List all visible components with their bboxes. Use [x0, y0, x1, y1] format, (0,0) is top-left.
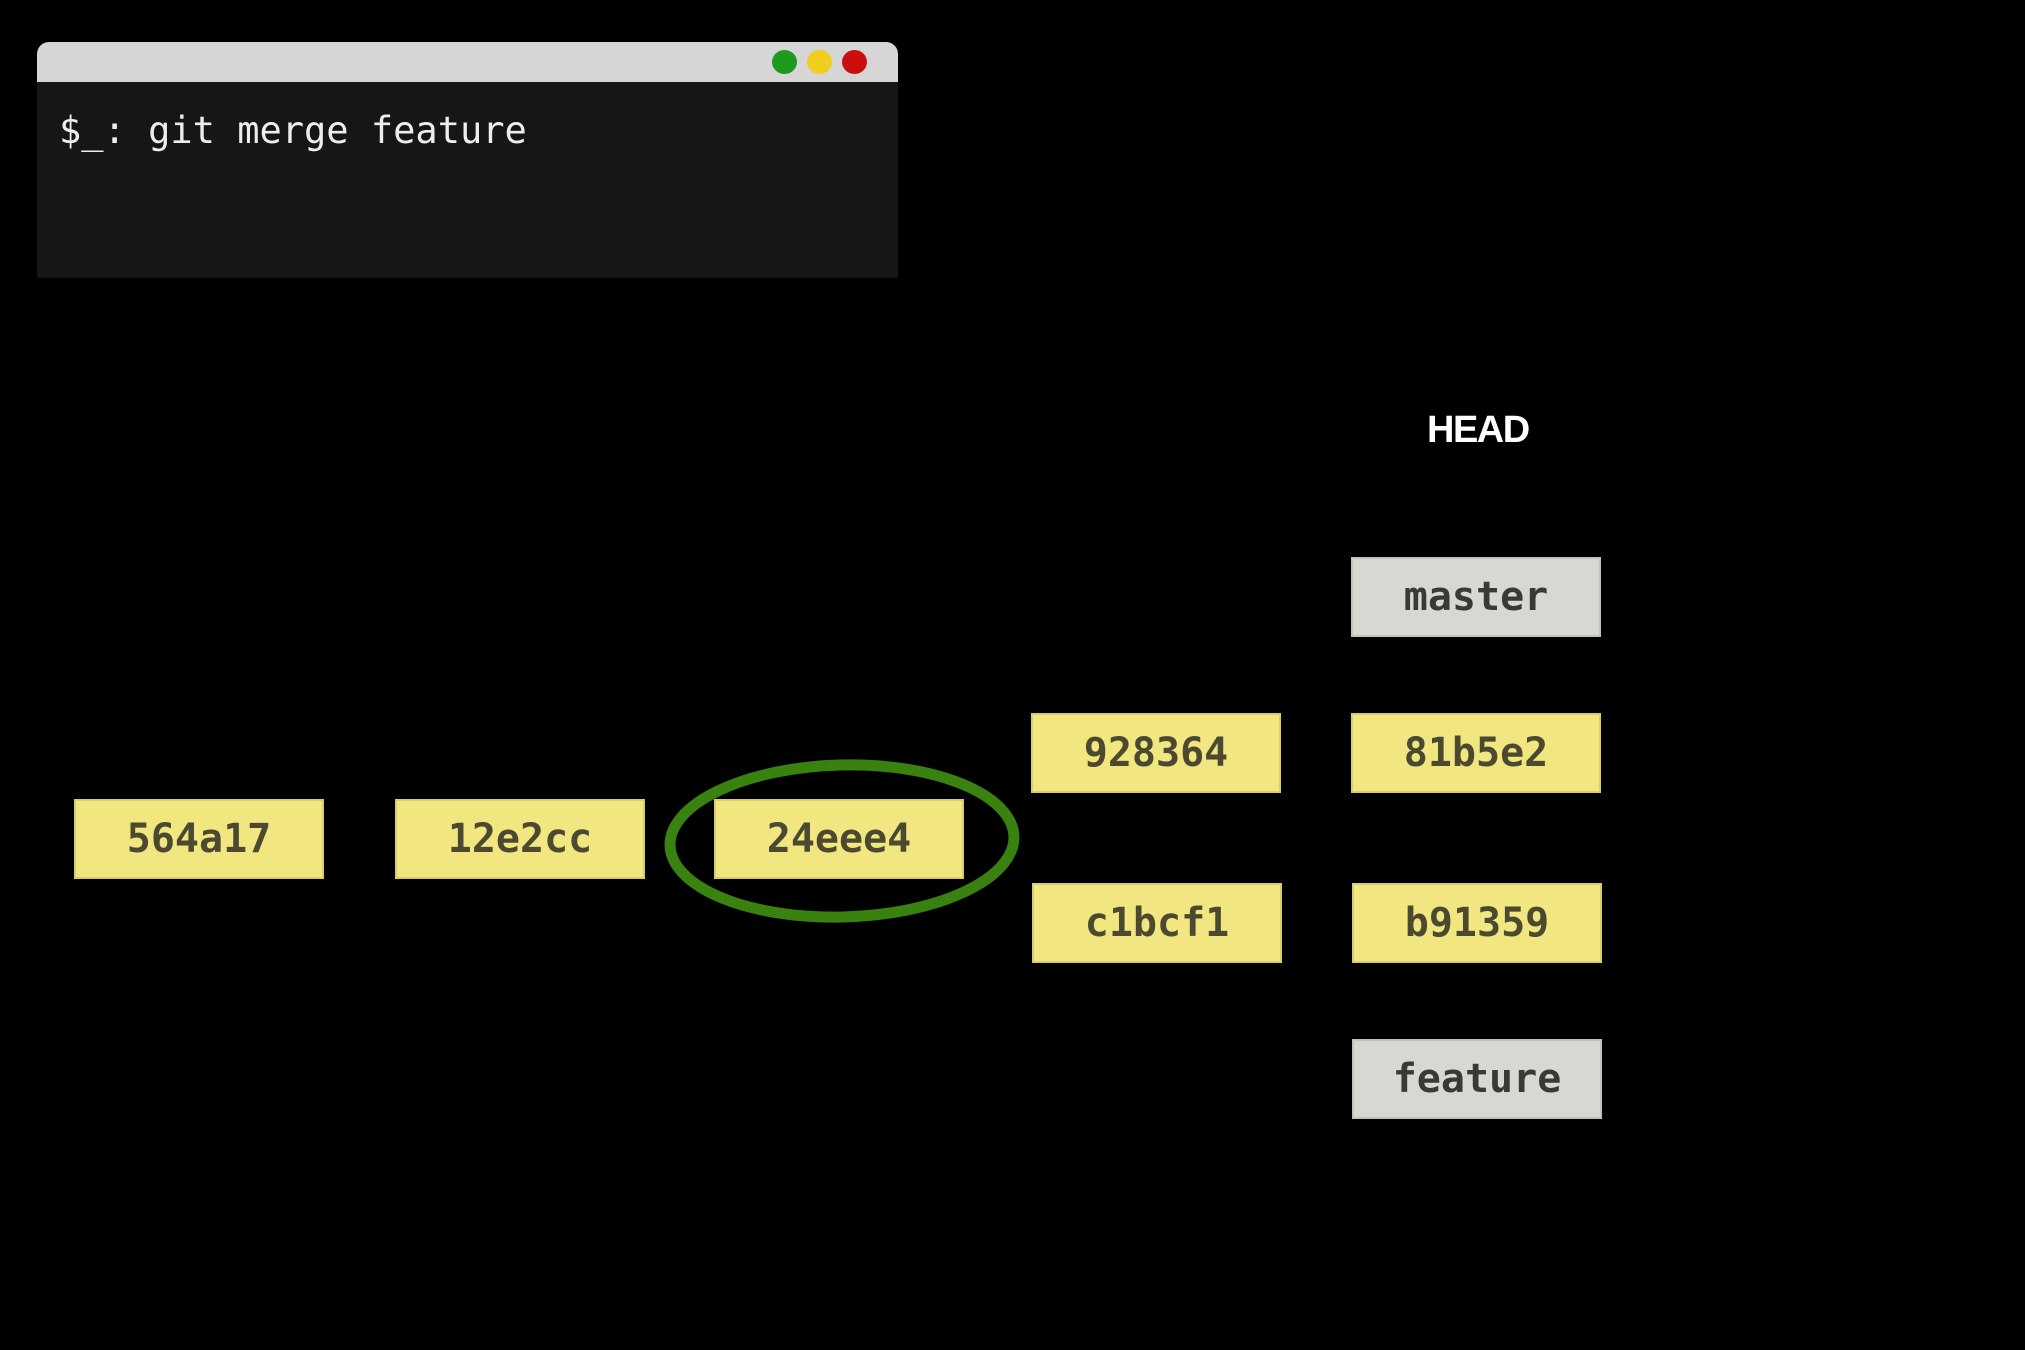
branch-label-feature: feature — [1352, 1039, 1602, 1119]
terminal-body: $_: git merge feature — [37, 82, 898, 278]
commit-box-b91359: b91359 — [1352, 883, 1602, 963]
commit-box-24eee4: 24eee4 — [714, 799, 964, 879]
terminal-window: $_: git merge feature — [37, 42, 898, 278]
terminal-titlebar — [37, 42, 898, 82]
commit-box-c1bcf1: c1bcf1 — [1032, 883, 1282, 963]
commit-box-81b5e2: 81b5e2 — [1351, 713, 1601, 793]
traffic-light-red-button[interactable] — [842, 50, 867, 74]
commit-box-928364: 928364 — [1031, 713, 1281, 793]
traffic-light-yellow-button[interactable] — [807, 50, 832, 74]
commit-box-564a17: 564a17 — [74, 799, 324, 879]
commit-box-12e2cc: 12e2cc — [395, 799, 645, 879]
branch-label-master: master — [1351, 557, 1601, 637]
terminal-prompt: $_: git merge feature — [59, 109, 527, 152]
traffic-light-green-button[interactable] — [772, 50, 797, 74]
head-label: HEAD — [1427, 409, 1530, 451]
